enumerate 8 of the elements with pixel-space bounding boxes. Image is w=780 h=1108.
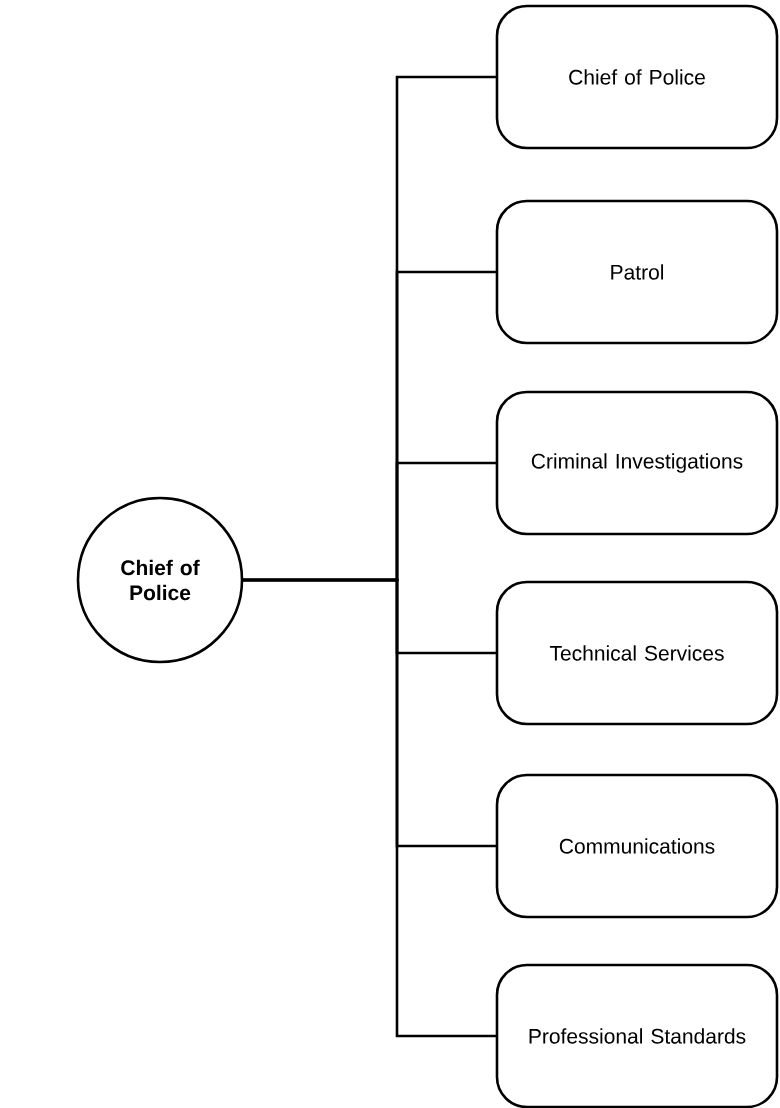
rounded-box: Chief of Police: [495, 4, 779, 150]
rounded-box: Patrol: [495, 199, 779, 345]
rounded-box: Criminal Investigations: [495, 390, 779, 536]
circle-node: Chief of Police: [76, 496, 244, 664]
connector: [242, 578, 497, 1038]
rounded-box: Communications: [495, 773, 779, 919]
rounded-box: Professional Standards: [495, 963, 779, 1108]
rounded-box: Technical Services: [495, 580, 779, 726]
